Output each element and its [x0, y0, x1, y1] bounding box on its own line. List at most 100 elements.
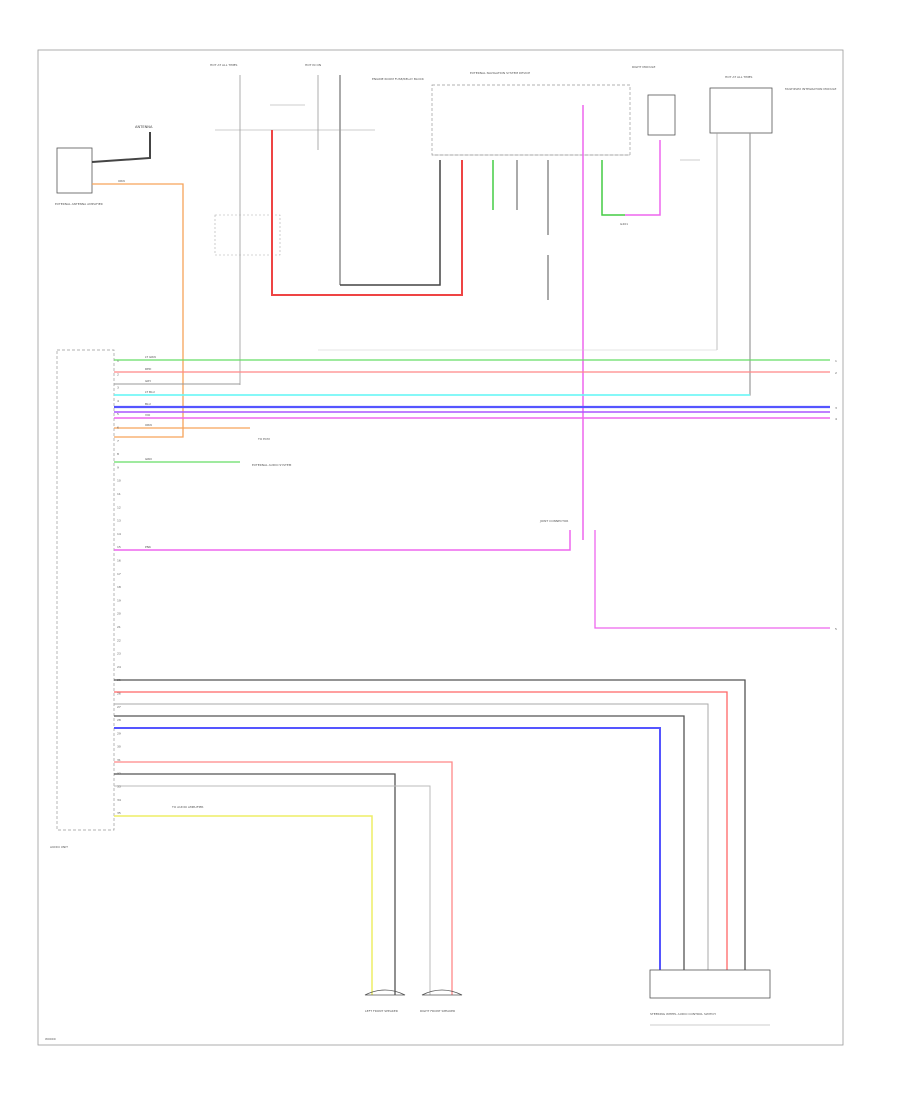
connector-pin: 24: [117, 665, 121, 669]
wire-speaker-red: [114, 761, 453, 995]
connector-pin: 35: [117, 811, 121, 815]
svg-text:5: 5: [835, 627, 837, 631]
fuse-left-label: HOT AT ALL TIMES: [210, 63, 238, 67]
svg-text:4: 4: [835, 417, 837, 421]
fuse-right-label: HOT IN ON: [305, 63, 321, 67]
fuse-box-label: ENGINE ROOM FUSE/RELAY BLOCK: [372, 77, 425, 81]
connector-pin: 6: [117, 426, 119, 430]
audio-unit-connector: [56, 349, 115, 831]
connector-pin: 4: [117, 399, 119, 403]
wire-speaker-black: [114, 773, 396, 995]
far-right-box-label: MULTIPLEX INTEGRATION MODULE: [785, 87, 837, 91]
connector-pin: 25: [117, 678, 121, 682]
connector-pin: 13: [117, 519, 121, 523]
wire-bundle-red: [114, 691, 728, 970]
speaker-right-label: RIGHT FRONT SPEAKER: [420, 1009, 455, 1013]
connector-pin: 5: [117, 412, 119, 416]
wire-speaker-yellow: [114, 815, 373, 995]
audio-unit-label: AUDIO UNIT: [50, 845, 68, 849]
wire-bundle-gray1: [114, 703, 709, 970]
antenna-module-label: EXTERNAL ANTENNA AMPLIFIER: [55, 202, 103, 206]
bottom-connector-label: STEERING WHEEL AUDIO CONTROL SWITCH: [650, 1012, 716, 1016]
wire-blue-violet: [114, 133, 751, 396]
right-edge-markers: 1 2 3 4 5: [835, 359, 837, 631]
connector-pin: 18: [117, 585, 121, 589]
wire-label-orange-short: ORN: [145, 423, 152, 427]
junction-label: JOINT CONNECTOR: [539, 519, 568, 523]
connector-pin: 33: [117, 785, 121, 789]
ground-label: G201: [620, 222, 628, 226]
steering-switch-box: [649, 969, 771, 999]
wire-pink-mid: [114, 530, 571, 551]
wire-label-cyan: LT BLU: [145, 390, 155, 394]
right-module-box: [647, 94, 676, 136]
wire-label-green-top: LT GRN: [145, 355, 156, 359]
far-right-box: [709, 87, 773, 134]
connector-pin: 27: [117, 705, 121, 709]
wire-label-red-top: RED: [145, 367, 152, 371]
far-right-top-label: HOT AT ALL TIMES: [725, 75, 753, 79]
wire-orange: [92, 183, 184, 438]
connector-pin: 3: [117, 386, 119, 390]
wire-bundle-black: [114, 679, 746, 970]
antenna-title: ANTENNA: [135, 125, 153, 129]
connector-pin: 23: [117, 652, 121, 656]
fuse-dash-box: [214, 214, 281, 256]
antenna-module-box: [56, 147, 93, 194]
connector-pin: 2: [117, 372, 119, 376]
svg-text:2: 2: [835, 371, 837, 375]
wire-label-orange: ORN: [118, 179, 125, 183]
connector-pin: 29: [117, 731, 121, 735]
connector-pin: 7: [117, 439, 119, 443]
wire-black-loop: [340, 160, 441, 286]
connector-pin: 28: [117, 718, 121, 722]
wire-label-gray-top: GRY: [145, 379, 151, 383]
connector-pin: 10: [117, 479, 121, 483]
connector-pin: 22: [117, 638, 121, 642]
wire-pink-out: [594, 530, 830, 629]
connector-pin: 32: [117, 771, 121, 775]
wire-pink-right: [625, 140, 661, 216]
connector-pin: 15: [117, 545, 121, 549]
wire-label-pink-mid: PNK: [145, 545, 152, 549]
connector-pin: 19: [117, 598, 121, 602]
right-speaker: [421, 989, 463, 996]
connector-pin: 12: [117, 505, 121, 509]
wire-label-green-lower: GRN: [145, 457, 152, 461]
ext-audio-note: EXTERNAL AUDIO SYSTEM: [252, 463, 292, 467]
connector-pin: 34: [117, 798, 121, 802]
diagram-frame: [37, 49, 844, 1046]
audio-out-note: TO AUDIO AMPLIFIER: [171, 805, 204, 809]
connector-pin: 21: [117, 625, 121, 629]
right-module-label: RIGHT MODULE: [632, 65, 655, 69]
footer-code: W0000: [45, 1037, 56, 1041]
connector-pin: 11: [117, 492, 121, 496]
antenna-cable: [91, 132, 151, 163]
connector-pin: 16: [117, 559, 121, 563]
ecm-note: TO ECM: [257, 437, 270, 441]
wire-green-right: [601, 160, 625, 216]
connector-pin: 17: [117, 572, 121, 576]
wire-label-violet: VIO: [145, 413, 151, 417]
connector-pin: 26: [117, 692, 121, 696]
ecu-label: EXTERNAL NAVIGATION SYSTEM DEVICE: [470, 71, 530, 75]
wire-bundle-blue: [114, 727, 661, 970]
wire-bundle-gray2: [114, 715, 685, 970]
ecu-box: [431, 84, 631, 156]
connector-pin: 8: [117, 452, 119, 456]
connector-pin: 14: [117, 532, 121, 536]
connector-pin-labels: 1234567891011121314151617181920212223242…: [117, 359, 121, 815]
left-speaker: [364, 989, 406, 996]
wire-red-power: [271, 130, 463, 296]
wire-label-blue: BLU: [145, 402, 151, 406]
connector-pin: 31: [117, 758, 121, 762]
connector-pin: 20: [117, 612, 121, 616]
svg-text:1: 1: [835, 359, 837, 363]
svg-text:3: 3: [835, 406, 837, 410]
connector-pin: 9: [117, 465, 119, 469]
wire-speaker-gray: [114, 785, 431, 995]
connector-pin: 1: [117, 359, 119, 363]
speaker-left-label: LEFT FRONT SPEAKER: [365, 1009, 398, 1013]
connector-pin: 30: [117, 745, 121, 749]
